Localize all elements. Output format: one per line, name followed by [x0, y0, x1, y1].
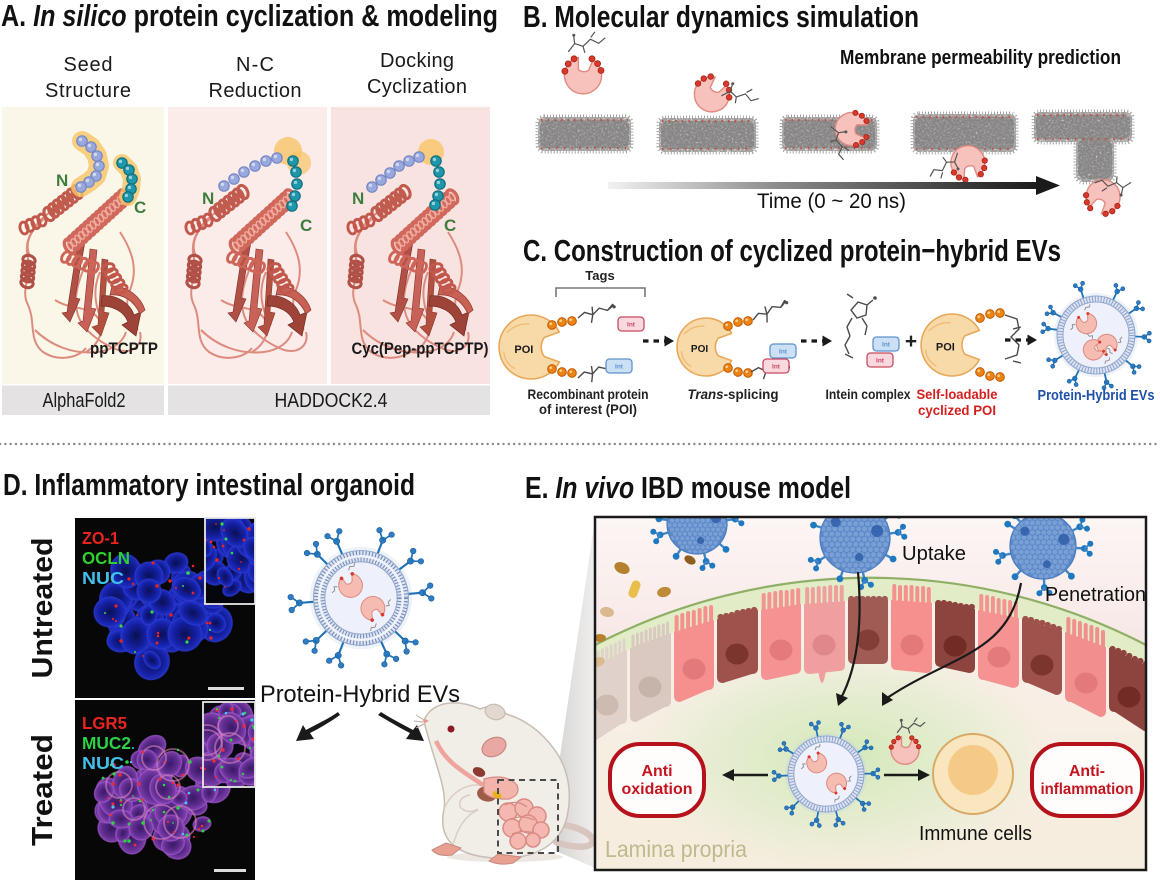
svg-text:Lamina propria: Lamina propria — [605, 836, 747, 862]
svg-text:HADDOCK2.4: HADDOCK2.4 — [275, 390, 388, 412]
svg-text:A. In silico protein cyclizati: A. In silico protein cyclization & model… — [1, 0, 498, 33]
svg-text:Time (0 ~ 20 ns): Time (0 ~ 20 ns) — [757, 190, 906, 213]
svg-text:Int: Int — [615, 364, 624, 371]
svg-text:Immune cells: Immune cells — [919, 823, 1032, 845]
svg-text:OCLN: OCLN — [82, 548, 130, 568]
svg-text:Protein-Hybrid EVs: Protein-Hybrid EVs — [260, 681, 460, 708]
svg-text:C. Construction of cyclized pr: C. Construction of cyclized protein−hybr… — [523, 233, 1061, 268]
svg-text:Int: Int — [627, 322, 636, 329]
svg-text:oxidation: oxidation — [622, 781, 693, 798]
svg-text:Anti-: Anti- — [1069, 763, 1105, 780]
svg-text:Cyc(Pep-ppTCPTP): Cyc(Pep-ppTCPTP) — [352, 339, 489, 358]
svg-text:+: + — [905, 330, 917, 353]
svg-text:inflammation: inflammation — [1041, 781, 1134, 798]
svg-text:NUC: NUC — [82, 753, 124, 773]
svg-text:Treated: Treated — [27, 734, 59, 846]
svg-text:Int: Int — [876, 358, 885, 365]
svg-text:NUC: NUC — [82, 568, 124, 588]
svg-text:C: C — [300, 216, 312, 235]
svg-text:Int: Int — [882, 342, 891, 349]
svg-text:Penetration: Penetration — [1045, 584, 1146, 606]
svg-text:Intein complex: Intein complex — [826, 386, 911, 402]
svg-text:Tags: Tags — [585, 268, 614, 283]
svg-text:ppTCPTP: ppTCPTP — [90, 339, 158, 358]
svg-text:Membrane permeability predicti: Membrane permeability prediction — [840, 47, 1121, 69]
svg-text:Int: Int — [772, 364, 781, 371]
svg-text:POI: POI — [514, 344, 533, 356]
svg-text:Self-loadable: Self-loadable — [917, 386, 998, 402]
svg-text:Uptake: Uptake — [902, 543, 966, 565]
svg-text:E. In vivo IBD mouse model: E. In vivo IBD mouse model — [525, 470, 851, 505]
svg-text:ZO-1: ZO-1 — [82, 528, 119, 548]
svg-text:of interest (POI): of interest (POI) — [539, 401, 637, 417]
svg-text:N: N — [352, 189, 364, 208]
svg-text:AlphaFold2: AlphaFold2 — [43, 390, 126, 412]
svg-text:Trans-splicing: Trans-splicing — [688, 386, 779, 402]
svg-text:Int: Int — [779, 349, 788, 356]
svg-text:MUC2: MUC2 — [82, 733, 131, 753]
svg-text:Anti: Anti — [642, 763, 673, 780]
svg-text:C: C — [134, 198, 146, 217]
svg-text:cyclized POI: cyclized POI — [918, 402, 996, 418]
svg-text:N: N — [56, 171, 68, 190]
svg-text:POI: POI — [691, 344, 708, 355]
svg-text:Untreated: Untreated — [27, 538, 59, 679]
svg-text:N: N — [202, 189, 214, 208]
svg-text:POI: POI — [936, 342, 955, 354]
svg-text:Protein-Hybrid EVs: Protein-Hybrid EVs — [1038, 388, 1155, 404]
svg-text:D. Inflammatory intestinal org: D. Inflammatory intestinal organoid — [3, 467, 415, 502]
svg-text:C: C — [444, 216, 456, 235]
svg-text:LGR5: LGR5 — [82, 713, 127, 733]
svg-text:Recombinant protein: Recombinant protein — [528, 386, 649, 402]
svg-text:B. Molecular dynamics simulati: B. Molecular dynamics simulation — [523, 0, 919, 34]
